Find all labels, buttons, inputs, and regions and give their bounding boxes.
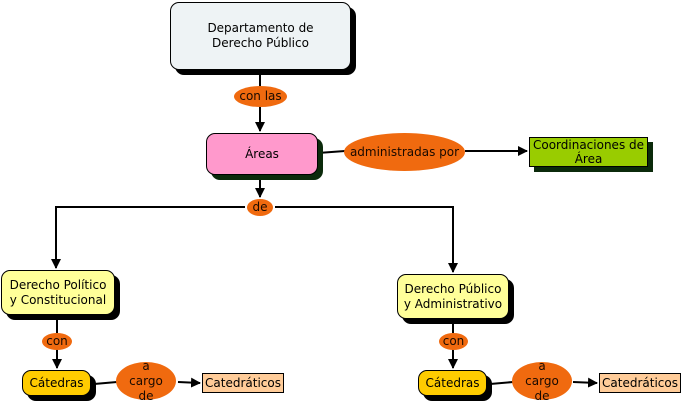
link-label: con xyxy=(442,334,465,348)
concept-label: Cátedras xyxy=(29,375,84,390)
concept-label: Áreas xyxy=(245,146,279,161)
edge-de-left xyxy=(51,206,245,269)
concept-catedraticos-right[interactable]: Catedráticos xyxy=(599,373,681,393)
concept-label: Coordinaciones de Área xyxy=(532,138,645,166)
concept-derecho-politico[interactable]: Derecho Político y Constitucional xyxy=(1,270,115,315)
concept-label: Catedráticos xyxy=(205,375,281,390)
concept-label: Catedráticos xyxy=(602,375,678,390)
edge-catedras-acargo-right xyxy=(489,381,514,385)
concept-catedraticos-left[interactable]: Catedráticos xyxy=(202,373,284,393)
concept-areas[interactable]: Áreas xyxy=(206,133,318,175)
concept-label: Derecho Público y Administrativo xyxy=(403,281,503,311)
concept-catedras-right[interactable]: Cátedras xyxy=(418,370,487,396)
link-con-right[interactable]: con xyxy=(439,333,468,350)
link-con-left[interactable]: con xyxy=(42,333,72,350)
link-de[interactable]: de xyxy=(247,199,273,216)
link-label: administradas por xyxy=(349,144,460,159)
concept-derecho-publico-administrativo[interactable]: Derecho Público y Administrativo xyxy=(397,274,509,319)
edge-areas-admin xyxy=(317,150,346,154)
concept-label: Cátedras xyxy=(425,375,480,390)
edge-acargo-catedraticos-right xyxy=(572,377,598,388)
link-label: con las xyxy=(239,89,282,103)
concept-label: Departamento de Derecho Público xyxy=(207,21,314,50)
edge-acargo-catedraticos-left xyxy=(177,377,201,388)
link-a-cargo-de-right[interactable]: a cargo de xyxy=(512,359,572,403)
link-label: con xyxy=(46,334,68,348)
link-administradas-por[interactable]: administradas por xyxy=(344,133,465,171)
link-con-las[interactable]: con las xyxy=(234,86,287,107)
link-a-cargo-de-left[interactable]: a cargo de xyxy=(116,359,176,403)
edge-catedras-acargo-left xyxy=(93,381,118,385)
link-label: de xyxy=(252,200,268,214)
concept-departamento[interactable]: Departamento de Derecho Público xyxy=(170,2,351,70)
concept-coordinaciones[interactable]: Coordinaciones de Área xyxy=(529,137,648,167)
link-label: a cargo de xyxy=(129,358,163,403)
concept-catedras-left[interactable]: Cátedras xyxy=(22,370,91,396)
edge-de-right xyxy=(275,206,458,273)
link-label: a cargo de xyxy=(525,358,559,403)
concept-label: Derecho Político y Constitucional xyxy=(9,277,107,307)
